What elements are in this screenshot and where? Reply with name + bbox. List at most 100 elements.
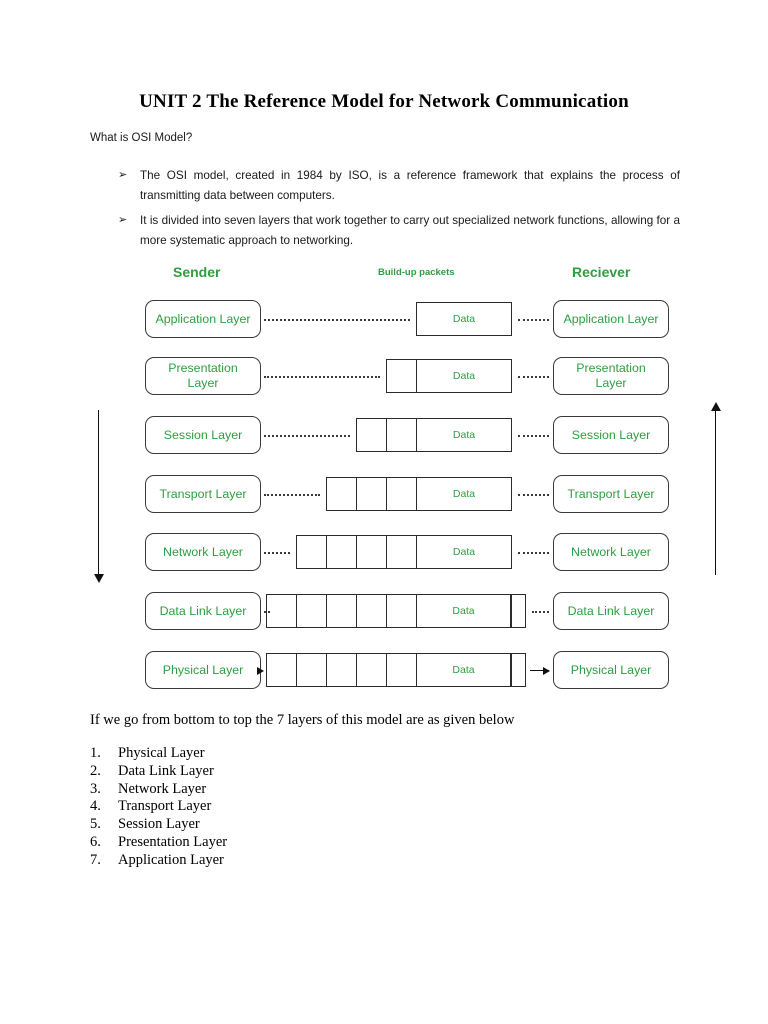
receiver-layer-box[interactable]: Session Layer (553, 416, 669, 454)
receiver-layer-box[interactable]: Network Layer (553, 533, 669, 571)
list-item: ➢ It is divided into seven layers that w… (118, 211, 680, 250)
packet-data-cell: Data (417, 419, 511, 451)
list-item-label: Transport Layer (118, 798, 212, 815)
packet-header-segment (267, 595, 297, 627)
list-item-number: 6. (90, 833, 101, 850)
list-item-label: Session Layer (118, 816, 200, 833)
list-item-number: 7. (90, 851, 101, 868)
receiver-layer-box[interactable]: Data Link Layer (553, 592, 669, 630)
packet-header-segment (267, 654, 297, 686)
list-item-label: Physical Layer (118, 745, 205, 761)
receiver-dotted-connector (518, 376, 549, 378)
sender-dotted-connector (264, 435, 350, 437)
packet-data-cell: Data (417, 478, 511, 510)
receiver-layer-box[interactable]: Transport Layer (553, 475, 669, 513)
bullet-list: ➢ The OSI model, created in 1984 by ISO,… (118, 166, 680, 256)
list-item: 6. Presentation Layer (90, 834, 227, 852)
subheading: What is OSI Model? (90, 132, 193, 144)
sender-layer-box[interactable]: Transport Layer (145, 475, 261, 513)
sender-dotted-connector (264, 611, 270, 613)
packet-diagram: Data (266, 594, 526, 628)
numbered-layer-list: 1. Physical Layer 2. Data Link Layer 3. Netwo… (90, 745, 227, 870)
packet-header-segment (357, 478, 387, 510)
receiver-layer-box[interactable]: Physical Layer (553, 651, 669, 689)
packet-data-cell: Data (417, 595, 511, 627)
packet-header-segment (357, 419, 387, 451)
packet-header-segment (387, 595, 417, 627)
receiver-layer-box[interactable]: Application Layer (553, 300, 669, 338)
packet-header-segment (387, 654, 417, 686)
sender-layer-box[interactable]: Network Layer (145, 533, 261, 571)
list-item: 1. Physical Layer (90, 745, 227, 763)
list-item-number: 4. (90, 798, 101, 815)
sender-dotted-connector (264, 552, 290, 554)
packet-header-segment (357, 654, 387, 686)
packet-header-segment (357, 595, 387, 627)
receiver-dotted-connector (518, 552, 549, 554)
packet-trailer-segment (511, 595, 525, 627)
buildup-packets-header: Build-up packets (378, 267, 455, 278)
closing-line: If we go from bottom to top the 7 layers… (90, 712, 515, 728)
sender-dotted-connector (264, 319, 410, 321)
list-item-label: Application Layer (118, 851, 224, 868)
sender-layer-box[interactable]: Presentation Layer (145, 357, 261, 395)
sender-layer-box[interactable]: Session Layer (145, 416, 261, 454)
list-item: ➢ The OSI model, created in 1984 by ISO,… (118, 166, 680, 205)
receiver-dotted-connector (532, 611, 549, 613)
page-title: UNIT 2 The Reference Model for Network C… (139, 91, 629, 112)
receiver-column-header: Reciever (572, 264, 631, 280)
downward-flow-arrow (94, 410, 104, 583)
packet-diagram: Data (326, 477, 512, 511)
list-item-label: Data Link Layer (118, 762, 214, 779)
sender-layer-box[interactable]: Application Layer (145, 300, 261, 338)
packet-header-segment (387, 419, 417, 451)
upward-flow-arrow (711, 402, 721, 575)
packet-diagram: Data (386, 359, 512, 393)
receiver-dotted-connector (518, 319, 549, 321)
bullet-text: The OSI model, created in 1984 by ISO, i… (140, 169, 680, 202)
packet-header-segment (297, 595, 327, 627)
list-item-label: Network Layer (118, 780, 207, 797)
receiver-layer-box[interactable]: Presentation Layer (553, 357, 669, 395)
packet-data-cell: Data (417, 654, 511, 686)
list-item-number: 5. (90, 816, 101, 833)
sender-dotted-connector (264, 494, 320, 496)
list-item: 4. Transport Layer (90, 798, 227, 816)
packet-data-cell: Data (417, 303, 511, 335)
list-item: 7. Application Layer (90, 852, 227, 870)
packet-header-segment (327, 595, 357, 627)
packet-header-segment (387, 536, 417, 568)
packet-to-receiver-arrow (530, 667, 550, 675)
bullet-text: It is divided into seven layers that wor… (140, 214, 680, 247)
packet-header-segment (297, 536, 327, 568)
packet-header-segment (327, 654, 357, 686)
packet-header-segment (387, 478, 417, 510)
arrow-bullet-icon: ➢ (118, 214, 128, 226)
packet-header-segment (357, 536, 387, 568)
list-item-number: 3. (90, 780, 101, 797)
packet-header-segment (297, 654, 327, 686)
sender-layer-box[interactable]: Data Link Layer (145, 592, 261, 630)
packet-trailer-segment (511, 654, 525, 686)
list-item-number: 2. (90, 762, 101, 779)
list-item: 3. Network Layer (90, 781, 227, 799)
list-item-label: Presentation Layer (118, 833, 228, 850)
list-item: 2. Data Link Layer (90, 763, 227, 781)
packet-header-segment (327, 536, 357, 568)
packet-header-segment (387, 360, 417, 392)
packet-diagram: Data (356, 418, 512, 452)
receiver-dotted-connector (518, 435, 549, 437)
packet-diagram: Data (416, 302, 512, 336)
packet-diagram: Data (266, 653, 526, 687)
list-item-number: 1. (90, 745, 101, 761)
packet-diagram: Data (296, 535, 512, 569)
sender-column-header: Sender (173, 264, 221, 280)
packet-data-cell: Data (417, 536, 511, 568)
sender-dotted-connector (264, 376, 380, 378)
sender-layer-box[interactable]: Physical Layer (145, 651, 261, 689)
receiver-dotted-connector (518, 494, 549, 496)
arrow-bullet-icon: ➢ (118, 169, 128, 181)
packet-data-cell: Data (417, 360, 511, 392)
